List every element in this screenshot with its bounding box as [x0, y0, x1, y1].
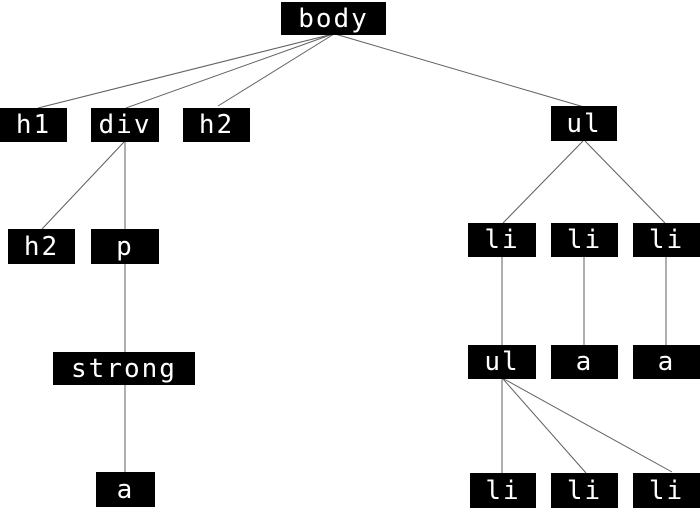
edge-body-ul-outer — [334, 33, 585, 108]
node-p: p — [91, 229, 159, 264]
node-li-4: li — [470, 473, 536, 508]
node-h2-mid: h2 — [8, 229, 75, 264]
node-h2-top: h2 — [183, 108, 250, 142]
node-ul-inner: ul — [468, 345, 536, 379]
node-li-3: li — [633, 223, 700, 257]
node-li-5: li — [551, 473, 618, 508]
node-ul-outer: ul — [551, 106, 617, 141]
edge-body-h2-top — [217, 33, 335, 107]
edge-ul-inner-li-5 — [502, 378, 587, 474]
node-a-left: a — [96, 472, 155, 507]
node-h1: h1 — [0, 108, 67, 142]
node-strong: strong — [53, 352, 195, 385]
node-li-2: li — [551, 223, 618, 257]
node-li-6: li — [633, 473, 700, 508]
node-li-1: li — [468, 223, 536, 257]
node-div: div — [91, 108, 159, 142]
edge-ul-inner-li-6 — [503, 378, 673, 473]
edge-body-h1 — [37, 33, 334, 109]
edge-body-div — [125, 33, 334, 109]
node-a-right: a — [633, 345, 700, 379]
edge-ul-outer-li-1 — [502, 140, 584, 224]
node-a-mid: a — [551, 345, 618, 379]
edge-ul-outer-li-3 — [584, 140, 666, 224]
node-body: body — [281, 2, 386, 35]
edge-div-h2-mid — [41, 141, 125, 230]
